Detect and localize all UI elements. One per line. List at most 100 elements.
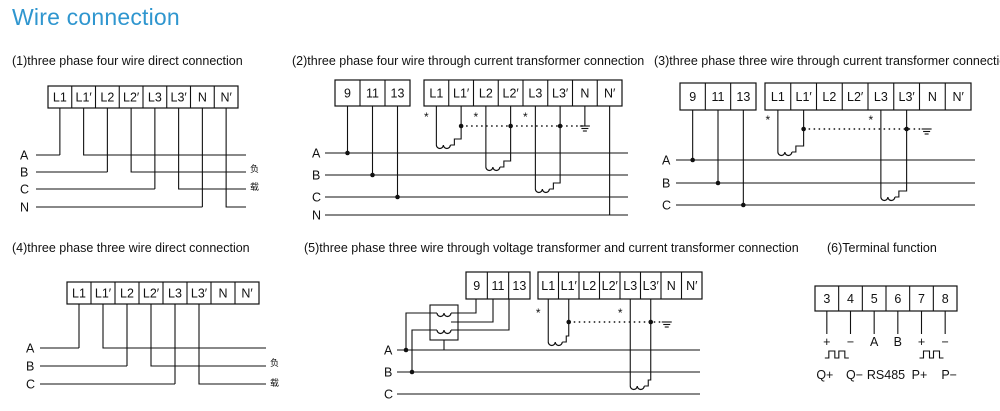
load-label: 载 xyxy=(250,181,259,192)
junction-dot xyxy=(557,123,563,129)
current-transformer-coil xyxy=(777,151,793,157)
polarity-mark: * xyxy=(766,113,771,127)
diagram-caption: (1)three phase four wire direct connecti… xyxy=(12,54,243,68)
terminal-label: 9 xyxy=(344,87,351,101)
terminal-label: N′ xyxy=(220,91,232,105)
ct-lead xyxy=(791,110,805,153)
terminal-label: L3 xyxy=(148,91,162,105)
vt-secondary xyxy=(451,299,477,314)
terminal-label: L2′ xyxy=(503,87,520,101)
load-label: 负 xyxy=(250,163,259,174)
current-transformer-coil xyxy=(534,188,550,194)
terminal-label: N′ xyxy=(241,287,253,301)
terminal-label: L3′ xyxy=(552,87,569,101)
polarity-mark: * xyxy=(869,113,874,127)
load-lead xyxy=(150,304,266,367)
terminal-function: P− xyxy=(941,368,957,382)
vt-winding xyxy=(436,329,452,335)
diagram-caption: (2)three phase four wire through current… xyxy=(292,54,644,68)
vt-secondary xyxy=(451,299,494,323)
line-label: C xyxy=(384,388,393,402)
load-label: 载 xyxy=(270,377,279,388)
line-label: A xyxy=(662,154,671,168)
terminal-label: N xyxy=(928,90,937,104)
terminal-label: L2 xyxy=(582,279,596,293)
terminal-label: N xyxy=(580,87,589,101)
load-lead xyxy=(198,304,266,385)
junction-dot xyxy=(395,194,400,200)
terminal-sign: A xyxy=(870,335,879,349)
vt-primary xyxy=(405,312,437,350)
polarity-mark: * xyxy=(618,306,623,320)
terminal-label: N xyxy=(198,91,207,105)
diagram-caption: (5)three phase three wire through voltag… xyxy=(304,241,799,255)
diagram-1: (1)three phase four wire direct connecti… xyxy=(12,54,259,215)
line-label: B xyxy=(26,360,34,374)
terminal-sign: + xyxy=(823,335,830,349)
terminal-label: 8 xyxy=(942,292,949,306)
vt-primary xyxy=(411,329,437,372)
terminal-label: L2′ xyxy=(847,90,864,104)
load-lead xyxy=(178,108,246,190)
terminal-label: L3 xyxy=(168,287,182,301)
diagram-5: (5)three phase three wire through voltag… xyxy=(304,241,799,402)
line-label: C xyxy=(312,191,321,205)
terminal-label: L3′ xyxy=(899,90,916,104)
terminal-label: L2 xyxy=(100,91,114,105)
line-label: N xyxy=(312,209,321,223)
ct-lead xyxy=(499,106,512,168)
terminal-label: L1 xyxy=(771,90,785,104)
terminal-function: RS485 xyxy=(867,368,905,382)
line-label: A xyxy=(384,344,393,358)
pulse-symbol xyxy=(919,350,944,359)
current-transformer-coil xyxy=(485,166,501,172)
junction-dot xyxy=(741,202,746,208)
terminal-label: 3 xyxy=(823,292,830,306)
terminal-label: L2 xyxy=(822,90,836,104)
terminal-label: L1′ xyxy=(561,279,578,293)
terminal-label: L2′ xyxy=(602,279,619,293)
junction-dot xyxy=(345,150,350,156)
terminal-label: L1 xyxy=(72,287,86,301)
ct-lead xyxy=(549,106,561,190)
diagram-3: (3)three phase three wire through curren… xyxy=(654,54,1000,213)
terminal-label: L3′ xyxy=(643,279,660,293)
polarity-mark: * xyxy=(536,306,541,320)
line-label: C xyxy=(662,199,671,213)
line-label: B xyxy=(20,166,28,180)
polarity-mark: * xyxy=(523,110,528,124)
terminal-sign: B xyxy=(894,335,902,349)
terminal-label: N′ xyxy=(686,279,698,293)
line-label: C xyxy=(20,183,29,197)
voltage-terminal-block xyxy=(465,271,531,300)
current-transformer-coil xyxy=(435,144,451,150)
junction-dot xyxy=(904,126,909,132)
terminal-function: Q+ xyxy=(816,368,833,382)
terminal-label: L3 xyxy=(528,87,542,101)
current-transformer-coil xyxy=(880,196,896,202)
terminal-label: N xyxy=(218,287,227,301)
terminal-function: P+ xyxy=(912,368,928,382)
diagram-2: (2)three phase four wire through current… xyxy=(292,54,644,223)
junction-dot xyxy=(690,157,695,163)
terminal-label: L2 xyxy=(120,287,134,301)
line-label: N xyxy=(20,201,29,215)
terminal-label: 13 xyxy=(391,87,405,101)
ct-lead xyxy=(894,110,908,198)
terminal-label: L3′ xyxy=(171,91,188,105)
terminal-label: L3 xyxy=(623,279,637,293)
current-transformer-coil xyxy=(629,385,645,391)
terminal-label: L2 xyxy=(479,87,493,101)
terminal-label: 9 xyxy=(689,90,696,104)
line-label: B xyxy=(384,366,392,380)
terminal-label: L1 xyxy=(541,279,555,293)
junction-dot xyxy=(370,172,375,178)
terminal-label: L1 xyxy=(429,87,443,101)
ct-lead xyxy=(644,299,652,387)
line-label: B xyxy=(662,177,670,191)
load-label: 负 xyxy=(270,357,279,368)
polarity-mark: * xyxy=(474,110,479,124)
terminal-label: 7 xyxy=(918,292,925,306)
